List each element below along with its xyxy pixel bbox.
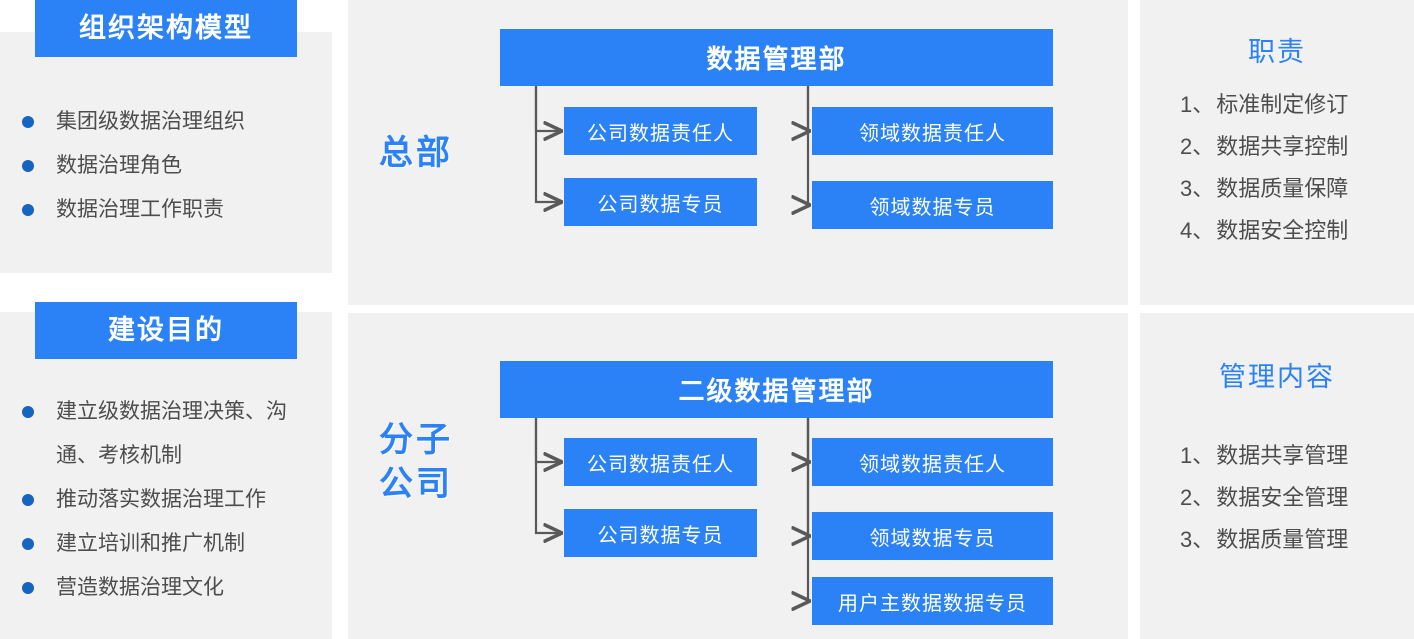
list-item-label: 数据治理工作职责: [56, 198, 224, 221]
node-company-data-specialist-hq: 公司数据专员: [564, 178, 757, 226]
management-content-list: 1、数据共享管理 2、数据安全管理 3、数据质量管理: [1180, 435, 1348, 561]
list-item-label: 数据共享管理: [1216, 443, 1349, 468]
side-label-line-1: 分子: [379, 421, 453, 459]
list-item-label: 数据质量保障: [1216, 176, 1349, 201]
list-item: 4、数据安全控制: [1180, 210, 1348, 252]
bullet-dot-icon: [22, 160, 34, 172]
node-domain-data-owner-hq: 领域数据责任人: [812, 107, 1053, 155]
center-panel-headquarters: 总部 数据管理部 公司数据责任人 公司数据专员 领域数据责任人 领域数据专员: [348, 0, 1128, 305]
list-item-label: 标准制定修订: [1216, 92, 1349, 117]
node-domain-data-specialist-hq: 领域数据专员: [812, 181, 1053, 229]
list-item: 2、数据共享控制: [1180, 126, 1348, 168]
chart-header-secondary-data-management-dept: 二级数据管理部: [500, 361, 1053, 418]
list-item-label: 数据安全管理: [1216, 485, 1349, 510]
list-item: 建立级数据治理决策、沟通、考核机制: [22, 390, 322, 478]
build-purpose-bullet-list: 建立级数据治理决策、沟通、考核机制 推动落实数据治理工作 建立培训和推广机制 营…: [22, 390, 322, 610]
list-item: 营造数据治理文化: [22, 566, 322, 610]
list-item-label: 建立培训和推广机制: [56, 532, 245, 555]
node-company-data-owner-sub: 公司数据责任人: [564, 438, 757, 486]
org-model-bullet-list: 集团级数据治理组织 数据治理角色 数据治理工作职责: [22, 100, 322, 232]
list-item-index: 1、: [1180, 92, 1215, 117]
list-item: 集团级数据治理组织: [22, 100, 322, 144]
list-item: 1、标准制定修订: [1180, 84, 1348, 126]
list-item-label: 数据质量管理: [1216, 527, 1349, 552]
side-label-headquarters: 总部: [379, 134, 453, 172]
responsibility-list: 1、标准制定修订 2、数据共享控制 3、数据质量保障 4、数据安全控制: [1180, 84, 1348, 252]
list-item-index: 4、: [1180, 218, 1215, 243]
list-item-label: 建立级数据治理决策、沟通、考核机制: [56, 400, 287, 467]
list-item-label: 数据安全控制: [1216, 218, 1349, 243]
bullet-dot-icon: [22, 116, 34, 128]
badge-build-purpose: 建设目的: [35, 302, 297, 359]
list-item: 2、数据安全管理: [1180, 477, 1348, 519]
right-panel-title-management-content: 管理内容: [1219, 362, 1335, 392]
badge-org-structure-model: 组织架构模型: [35, 0, 297, 57]
center-panel-subsidiary: 分子 公司 二级数据管理部 公司数据责任人 公司数据专员 领域数据责任人 领域数…: [348, 313, 1128, 639]
list-item: 数据治理角色: [22, 144, 322, 188]
list-item: 1、数据共享管理: [1180, 435, 1348, 477]
side-label-line-2: 公司: [379, 465, 453, 503]
list-item-index: 3、: [1180, 527, 1215, 552]
bullet-dot-icon: [22, 582, 34, 594]
list-item-index: 1、: [1180, 443, 1215, 468]
left-panel-org-model: [0, 32, 332, 273]
list-item: 3、数据质量保障: [1180, 168, 1348, 210]
node-company-data-specialist-sub: 公司数据专员: [564, 509, 757, 557]
list-item: 数据治理工作职责: [22, 188, 322, 232]
right-panel-title-responsibilities: 职责: [1248, 37, 1306, 67]
node-company-data-owner-hq: 公司数据责任人: [564, 107, 757, 155]
bullet-dot-icon: [22, 204, 34, 216]
bullet-dot-icon: [22, 538, 34, 550]
list-item-label: 集团级数据治理组织: [56, 110, 245, 133]
chart-header-data-management-dept: 数据管理部: [500, 29, 1053, 86]
list-item: 建立培训和推广机制: [22, 522, 322, 566]
node-domain-data-owner-sub: 领域数据责任人: [812, 438, 1053, 486]
right-panel-responsibilities: 职责 1、标准制定修订 2、数据共享控制 3、数据质量保障 4、数据安全控制: [1140, 0, 1414, 305]
list-item-index: 2、: [1180, 485, 1215, 510]
side-label-subsidiary: 分子 公司: [356, 418, 476, 506]
list-item-label: 营造数据治理文化: [56, 576, 224, 599]
list-item-label: 推动落实数据治理工作: [56, 488, 266, 511]
bullet-dot-icon: [22, 494, 34, 506]
list-item: 3、数据质量管理: [1180, 519, 1348, 561]
list-item-label: 数据治理角色: [56, 154, 182, 177]
list-item-label: 数据共享控制: [1216, 134, 1349, 159]
node-domain-data-specialist-sub: 领域数据专员: [812, 512, 1053, 560]
node-user-master-data-specialist-sub: 用户主数据数据专员: [812, 577, 1053, 625]
left-panel-build-goal: [0, 312, 332, 639]
list-item: 推动落实数据治理工作: [22, 478, 322, 522]
list-item-index: 3、: [1180, 176, 1215, 201]
right-panel-management-content: 管理内容 1、数据共享管理 2、数据安全管理 3、数据质量管理: [1140, 313, 1414, 639]
list-item-index: 2、: [1180, 134, 1215, 159]
bullet-dot-icon: [22, 406, 34, 418]
